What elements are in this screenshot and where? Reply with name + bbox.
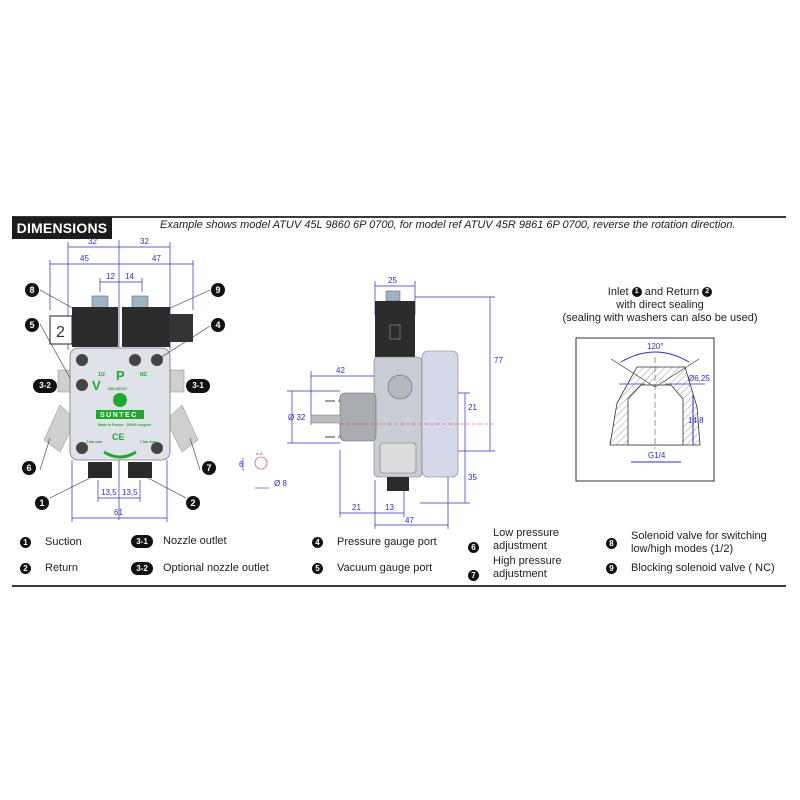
inlet-caption: Inlet 1 and Return 2 with direct sealing…	[562, 286, 758, 324]
callout-8: 8	[25, 283, 39, 297]
dim-shaft-dia: Ø 32	[288, 413, 306, 422]
dim-bottom-mid: 13	[385, 503, 394, 512]
connector-return	[128, 462, 152, 478]
adjust-screw-7	[165, 404, 199, 453]
callout-2: 2	[186, 496, 200, 510]
dim-lower-offset: 35	[468, 473, 477, 482]
cover-side	[421, 350, 459, 478]
svg-text:1/2: 1/2	[98, 372, 105, 378]
svg-text:2 bar max: 2 bar max	[86, 440, 102, 444]
svg-text:Made in France - 25000 Langres: Made in France - 25000 Langres	[98, 423, 151, 427]
callout-3-2: 3-2	[33, 379, 57, 393]
svg-text:A: A	[338, 398, 341, 403]
dim-top-right: 32	[140, 237, 149, 246]
header-rule	[12, 216, 786, 218]
callout-6: 6	[22, 461, 36, 475]
section-diameter: Ø 8	[274, 479, 287, 488]
inlet-num-2: 2	[702, 287, 713, 298]
svg-text:A: A	[338, 434, 341, 439]
example-note: Example shows model ATUV 45L 9860 6P 070…	[160, 219, 736, 231]
dim-side-height: 77	[494, 356, 503, 365]
dim-side-top: 25	[388, 276, 397, 285]
dim-left-inner: 12	[106, 272, 115, 281]
callout-9: 9	[211, 283, 225, 297]
bolt-right	[131, 295, 149, 309]
svg-text:2 bar max: 2 bar max	[140, 440, 156, 444]
solenoid-side	[375, 301, 415, 357]
callout-7: 7	[202, 461, 216, 475]
shaft-coupling	[339, 392, 377, 442]
dim-upper-offset: 21	[468, 403, 477, 412]
connector-suction	[88, 462, 112, 478]
dim-bottom-left: 13,5	[101, 488, 117, 497]
shaft	[310, 414, 342, 424]
solenoid-left	[72, 307, 118, 347]
dim-bottom-total: 61	[114, 508, 123, 517]
svg-text:SUNTEC: SUNTEC	[100, 412, 138, 419]
label-box	[49, 315, 73, 345]
inlet-angle: 120°	[647, 342, 664, 351]
dim-top-left: 32	[88, 237, 97, 246]
dim-right-inner: 14	[125, 272, 134, 281]
section-height: 6	[239, 460, 244, 469]
dim-left-width: 45	[80, 254, 89, 263]
svg-text:DIN 50107: DIN 50107	[108, 386, 128, 391]
section-label: A-A	[256, 451, 263, 456]
inlet-num-1: 1	[631, 287, 642, 298]
inlet-diameter: Ø6,25	[688, 374, 710, 383]
callout-4: 4	[211, 318, 225, 332]
solenoid-right	[122, 307, 170, 347]
dim-bottom-total: 47	[405, 516, 414, 525]
callout-1: 1	[35, 496, 49, 510]
section-title: DIMENSIONS	[12, 217, 112, 239]
inlet-thread: G1/4	[648, 451, 666, 460]
inlet-detail-drawing: 120° Ø6,25 14,8 G1/4	[575, 337, 715, 482]
footer-rule	[12, 585, 786, 587]
dim-bottom-left: 21	[352, 503, 361, 512]
bolt-left	[91, 295, 109, 309]
callout-3-1: 3-1	[186, 379, 210, 393]
dim-right-width: 47	[152, 254, 161, 263]
svg-text:CE: CE	[112, 432, 125, 442]
svg-text:P: P	[116, 368, 125, 383]
front-view-drawing: 32 32 45 47 12 14 13,5 13,5 61 2 V P 1/2…	[39, 237, 211, 522]
svg-text:V: V	[92, 378, 101, 393]
dim-shaft-length: 42	[336, 366, 345, 375]
dim-bottom-right: 13,5	[122, 488, 138, 497]
inlet-depth: 14,8	[688, 416, 704, 425]
svg-text:NC: NC	[140, 372, 148, 378]
label-box-text: 2	[56, 324, 65, 341]
side-view-drawing: 25 77 42 Ø 32 21 35 21 13 47 A A A-A 6 Ø…	[239, 276, 503, 529]
callout-5: 5	[25, 318, 39, 332]
solenoid-connector	[170, 314, 193, 342]
